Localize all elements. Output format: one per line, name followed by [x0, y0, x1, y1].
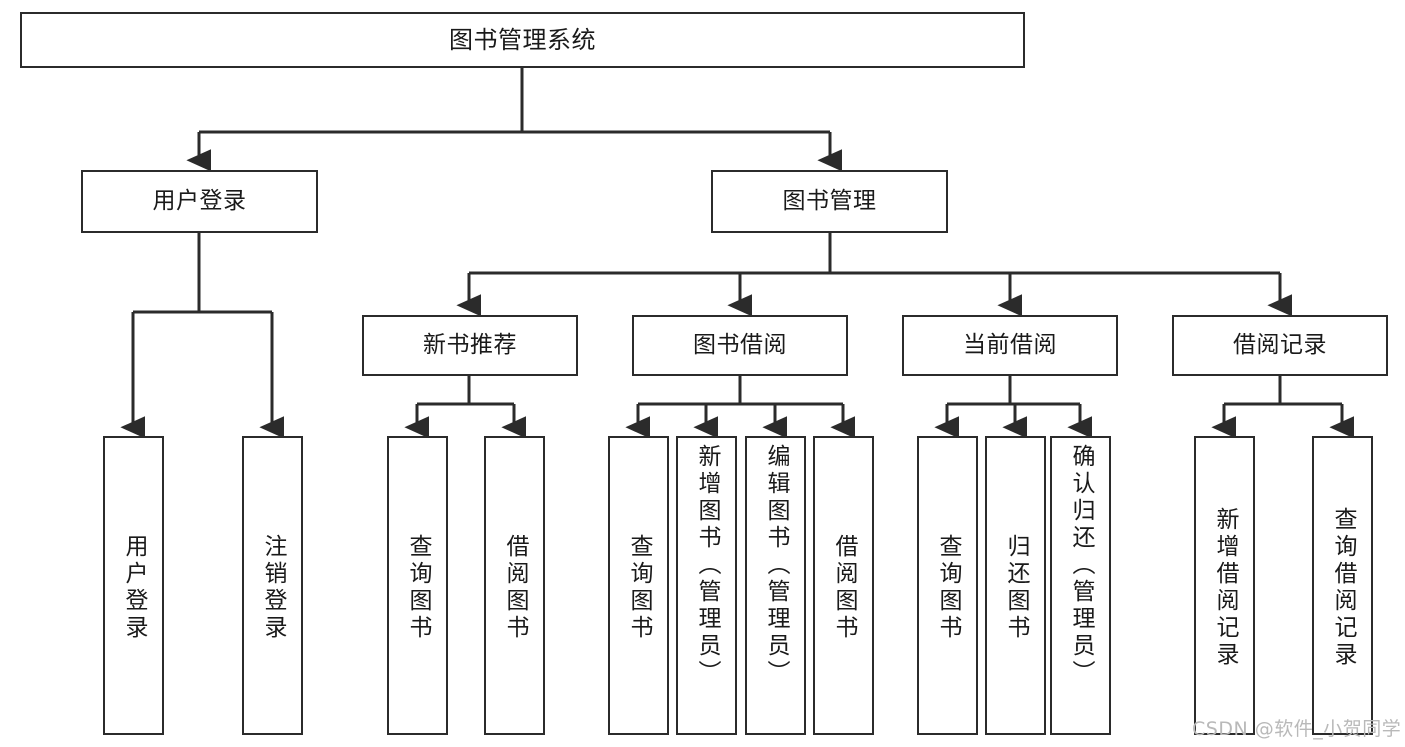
- node-leaf-query-borrow-record-label: 查询借阅记录: [1330, 506, 1356, 669]
- node-user-login[interactable]: 用户登录: [81, 170, 318, 233]
- node-root-book-management-system[interactable]: 图书管理系统: [20, 12, 1025, 68]
- node-leaf-user-logout-label: 注销登录: [260, 533, 286, 642]
- node-root-label: 图书管理系统: [449, 25, 596, 54]
- node-leaf-query-book-1[interactable]: 查询图书: [387, 436, 448, 735]
- node-leaf-query-book-3[interactable]: 查询图书: [917, 436, 978, 735]
- watermark-text: CSDN @软件_小贺同学: [1192, 718, 1402, 740]
- node-leaf-user-login-label: 用户登录: [121, 533, 147, 642]
- node-book-borrow-label: 图书借阅: [693, 331, 787, 358]
- node-leaf-return-book[interactable]: 归还图书: [985, 436, 1046, 735]
- node-leaf-query-book-3-label: 查询图书: [935, 533, 961, 642]
- node-leaf-edit-book-admin-label: 编辑图书（管理员）: [763, 444, 789, 687]
- node-new-book-recommend-label: 新书推荐: [423, 331, 517, 358]
- node-new-book-recommend[interactable]: 新书推荐: [362, 315, 578, 376]
- node-leaf-confirm-return-admin[interactable]: 确认归还（管理员）: [1050, 436, 1111, 735]
- node-leaf-add-book-admin-label: 新增图书（管理员）: [694, 444, 720, 687]
- node-borrow-record[interactable]: 借阅记录: [1172, 315, 1388, 376]
- node-leaf-add-borrow-record-label: 新增借阅记录: [1212, 506, 1238, 669]
- node-leaf-query-borrow-record[interactable]: 查询借阅记录: [1312, 436, 1373, 735]
- node-leaf-add-borrow-record[interactable]: 新增借阅记录: [1194, 436, 1255, 735]
- node-leaf-user-logout[interactable]: 注销登录: [242, 436, 303, 735]
- node-leaf-borrow-book-2[interactable]: 借阅图书: [813, 436, 874, 735]
- node-book-management[interactable]: 图书管理: [711, 170, 948, 233]
- node-leaf-add-book-admin[interactable]: 新增图书（管理员）: [676, 436, 737, 735]
- node-book-borrow[interactable]: 图书借阅: [632, 315, 848, 376]
- node-user-login-label: 用户登录: [152, 187, 247, 214]
- node-leaf-return-book-label: 归还图书: [1003, 533, 1029, 642]
- node-current-borrow-label: 当前借阅: [963, 331, 1057, 358]
- node-leaf-confirm-return-admin-label: 确认归还（管理员）: [1068, 444, 1094, 687]
- node-leaf-user-login[interactable]: 用户登录: [103, 436, 164, 735]
- node-borrow-record-label: 借阅记录: [1233, 331, 1327, 358]
- node-leaf-borrow-book-2-label: 借阅图书: [831, 533, 857, 642]
- node-leaf-query-book-2[interactable]: 查询图书: [608, 436, 669, 735]
- node-leaf-query-book-1-label: 查询图书: [405, 533, 431, 642]
- node-leaf-edit-book-admin[interactable]: 编辑图书（管理员）: [745, 436, 806, 735]
- node-current-borrow[interactable]: 当前借阅: [902, 315, 1118, 376]
- node-leaf-borrow-book-1-label: 借阅图书: [502, 533, 528, 642]
- node-leaf-query-book-2-label: 查询图书: [626, 533, 652, 642]
- node-leaf-borrow-book-1[interactable]: 借阅图书: [484, 436, 545, 735]
- node-book-management-label: 图书管理: [782, 187, 877, 214]
